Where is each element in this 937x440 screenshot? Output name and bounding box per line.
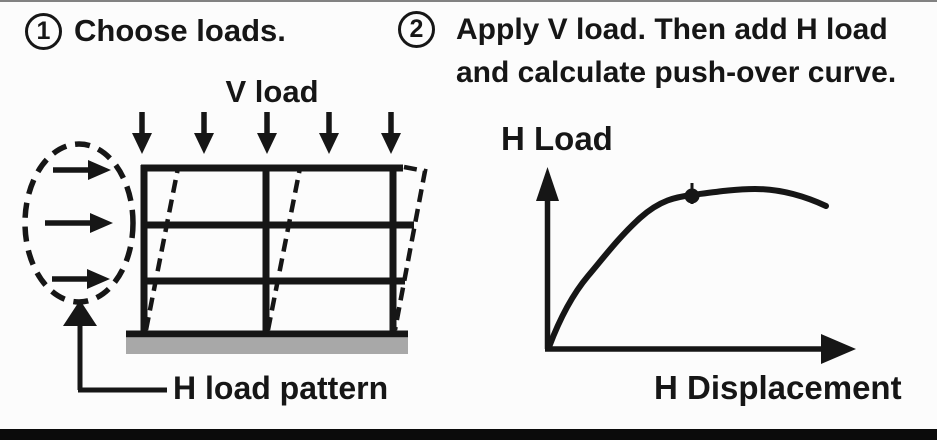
y-axis-label: H Load <box>501 120 613 157</box>
deflected-column-left <box>143 167 181 331</box>
y-axis <box>536 167 559 349</box>
v-load-arrow-icon <box>194 112 214 154</box>
callout-up-arrow-icon <box>63 300 97 326</box>
h-load-arrow-icon <box>52 269 110 289</box>
pushover-graph <box>536 167 856 364</box>
step1-title: Choose loads. <box>74 13 286 48</box>
h-load-pattern-callout <box>63 300 167 393</box>
v-load-arrow-icon <box>132 112 152 154</box>
step1-number: 1 <box>36 17 51 45</box>
step2-title: Apply V load. Then add H load and calcul… <box>456 8 896 94</box>
step2-number: 2 <box>409 15 424 43</box>
v-load-arrow-icon <box>381 112 401 154</box>
step1-badge: 1 <box>25 13 62 50</box>
v-load-arrow-icon <box>257 112 277 154</box>
v-load-arrows <box>132 112 401 154</box>
step2-title-line2: and calculate push-over curve. <box>456 56 897 89</box>
pushover-curve <box>546 186 829 350</box>
peak-point-marker <box>684 183 700 204</box>
building-frame <box>140 164 414 333</box>
ground <box>126 330 408 354</box>
v-load-arrow-icon <box>319 112 339 154</box>
y-axis-arrowhead-icon <box>536 167 559 201</box>
h-load-arrow-icon <box>45 213 113 233</box>
h-load-pattern-label: H load pattern <box>173 370 389 406</box>
step2-badge: 2 <box>398 11 435 48</box>
h-load-arrow-icon <box>53 160 111 180</box>
bottom-black-bar <box>0 429 937 440</box>
x-axis-label: H Displacement <box>654 369 902 406</box>
step2-title-line1: Apply V load. Then add H load <box>456 13 888 46</box>
x-axis-arrowhead-icon <box>821 334 856 364</box>
deflected-column-right <box>392 164 428 331</box>
ground-gray-strip <box>126 338 408 354</box>
x-axis <box>545 334 856 364</box>
top-edge-line <box>0 0 937 2</box>
deflected-column-middle <box>265 167 303 331</box>
deflected-shape-dashed <box>143 164 428 331</box>
h-load-arrows <box>45 160 113 289</box>
v-load-label: V load <box>225 74 319 109</box>
